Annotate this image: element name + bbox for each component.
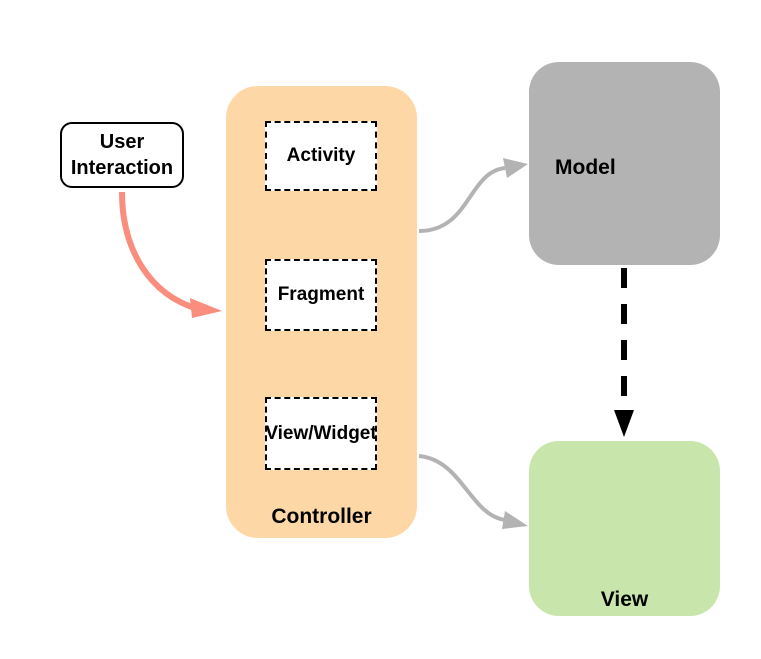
user-to-controller-arrowhead xyxy=(190,298,222,318)
user-interaction-line1: User xyxy=(99,131,145,153)
controller-label: Controller xyxy=(271,505,372,528)
view-widget-label: View/Widget xyxy=(265,422,377,444)
view-label: View xyxy=(600,588,649,611)
user-interaction-box: User Interaction xyxy=(60,122,184,188)
view-box xyxy=(529,441,720,616)
model-to-view-arrowhead xyxy=(614,410,634,437)
fragment-label: Fragment xyxy=(277,284,365,305)
model-box xyxy=(529,62,720,265)
controller-to-view-arrow xyxy=(418,454,506,522)
user-to-controller-arrow xyxy=(119,191,199,312)
activity-box: Activity xyxy=(265,121,377,191)
controller-to-model-arrowhead xyxy=(503,158,528,178)
controller-to-view-arrowhead xyxy=(502,511,528,529)
fragment-box: Fragment xyxy=(265,259,377,331)
activity-label: Activity xyxy=(286,145,356,166)
user-interaction-line2: Interaction xyxy=(70,157,174,179)
view-widget-box: View/Widget xyxy=(265,397,377,470)
controller-to-model-arrow xyxy=(418,166,506,233)
model-label: Model xyxy=(555,156,616,179)
